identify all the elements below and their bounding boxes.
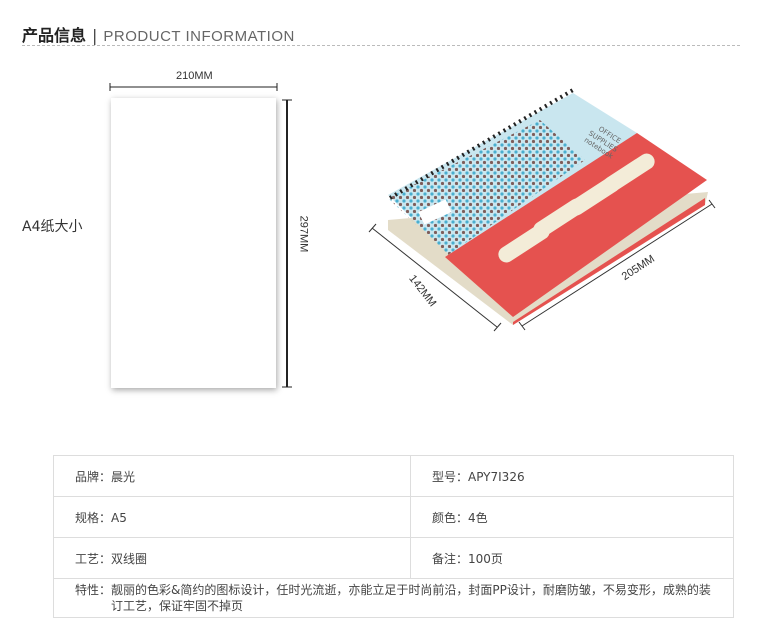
spec-size: 规格：A5 [53,496,411,538]
title-separator: | [92,26,98,45]
dimension-lines [109,83,716,388]
table-row: 品牌：晨光型号：APY7I326 [53,455,734,497]
title-cn: 产品信息 [22,26,87,45]
width-label: 210MM [176,70,213,82]
spec-color: 颜色：4色 [410,496,734,538]
a4-paper [111,98,276,388]
section-title: 产品信息 | PRODUCT INFORMATION [22,22,295,46]
table-row: 工艺：双线圈备注：100页 [53,537,734,579]
features-text: 靓丽的色彩&简约的图标设计，任时光流逝，亦能立足于时尚前沿，封面PP设计，耐磨防… [111,583,711,613]
spec-brand: 品牌：晨光 [53,455,411,497]
notebook-image: OFFICESUPPLIESnotebook [388,88,708,325]
features-label: 特性： [75,583,112,597]
table-row: 特性：靓丽的色彩&简约的图标设计，任时光流逝，亦能立足于时尚前沿，封面PP设计，… [53,578,734,618]
height-label: 297MM [297,215,310,253]
divider [22,45,740,46]
spec-craft: 工艺：双线圈 [53,537,411,579]
spec-note: 备注：100页 [410,537,734,579]
a4-label: A4纸大小 [22,219,83,235]
title-en: PRODUCT INFORMATION [103,28,295,45]
spec-model: 型号：APY7I326 [410,455,734,497]
